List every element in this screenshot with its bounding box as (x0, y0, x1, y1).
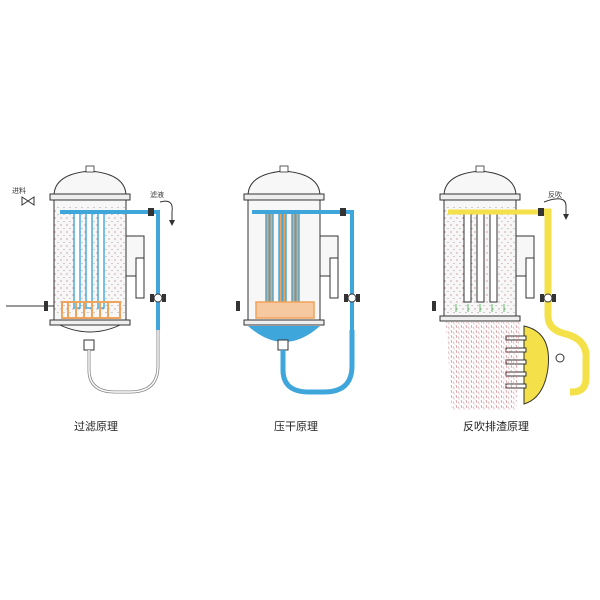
open-bottom-cover (523, 325, 549, 405)
backflush-pipe (544, 208, 590, 396)
filtrate-outlet-pipe (154, 210, 160, 330)
panel-press-dry (236, 165, 360, 395)
caption-press-dry: 压干原理 (274, 420, 318, 433)
filter-candles (73, 211, 105, 309)
caption-filtration: 过滤原理 (74, 420, 118, 433)
return-pipe (87, 330, 160, 394)
tank-lid (53, 170, 127, 197)
filter-candles (265, 211, 300, 309)
caption-backflush: 反吹排渣原理 (463, 419, 529, 433)
filter-candles (463, 211, 498, 303)
discharge-arrows (455, 304, 505, 312)
panel-backflush (432, 165, 590, 410)
filtrate-label: 滤液 (150, 190, 164, 199)
panel-filtration (6, 165, 175, 394)
feed-label: 进料 (12, 186, 26, 195)
feed-valve-icon (21, 196, 35, 206)
gas-arrow (543, 198, 567, 216)
liquid-bottom (248, 326, 320, 342)
tank-flange (49, 193, 131, 201)
filter-cake (61, 301, 121, 319)
outlet-arrow (159, 200, 173, 222)
falling-cake (446, 322, 520, 410)
outlet-valve (340, 208, 360, 303)
return-pipe (280, 330, 355, 395)
outlet-valve (148, 208, 166, 303)
filtrate-outlet-pipe (346, 210, 354, 330)
outlet-valve (538, 208, 556, 303)
backflush-gas-label: 反吹 (548, 190, 562, 199)
filter-cake (255, 301, 315, 319)
